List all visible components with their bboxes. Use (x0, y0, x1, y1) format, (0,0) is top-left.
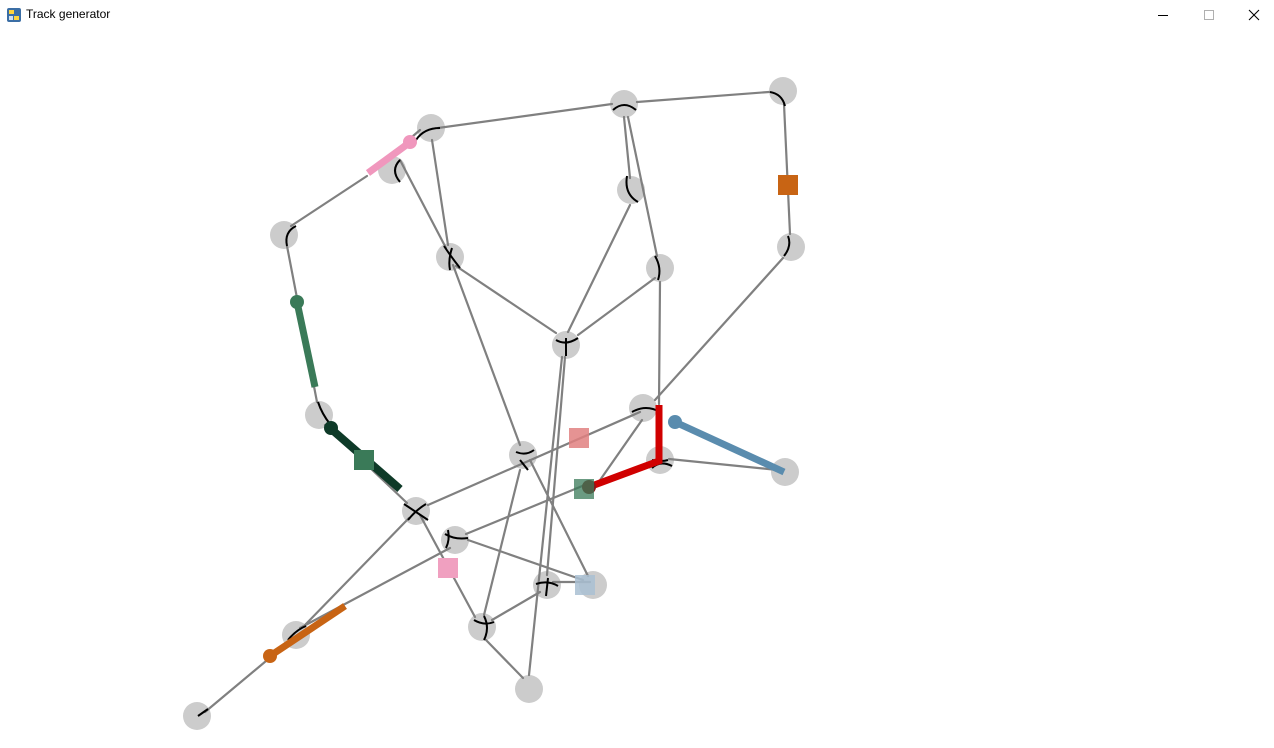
junction-mark (448, 247, 453, 271)
train-green-head (290, 295, 304, 309)
maximize-icon (1204, 10, 1214, 20)
junction-mark (483, 615, 488, 641)
junction-mark (444, 533, 469, 540)
junction-mark (445, 529, 450, 549)
track-segment (545, 355, 567, 577)
track-node (270, 221, 298, 249)
track-segment (464, 480, 594, 536)
track-segment (436, 102, 614, 130)
track-lines (203, 90, 792, 714)
train-orange (268, 603, 347, 659)
junction-mark (519, 459, 529, 471)
track-segment (527, 355, 564, 677)
destination-orange (778, 175, 798, 195)
minimize-icon (1158, 15, 1168, 16)
destination-red (569, 428, 589, 448)
junction-mark (407, 503, 427, 521)
track-segment (398, 158, 448, 250)
track-segment (426, 410, 642, 507)
close-icon (1248, 9, 1260, 21)
maximize-button[interactable] (1186, 0, 1232, 30)
junction-mark (197, 708, 209, 717)
track-segment (626, 115, 659, 258)
junction-mark (285, 225, 297, 247)
track-segment (454, 264, 558, 335)
junction-marks (197, 91, 791, 717)
track-segment (667, 457, 780, 472)
track-segment (566, 203, 632, 334)
track-segment (782, 102, 792, 236)
junction-mark (545, 577, 549, 597)
train-blue (673, 418, 786, 476)
track-node (183, 702, 211, 730)
track-segment (653, 256, 785, 402)
track-segment (490, 590, 542, 622)
track-segment (482, 468, 522, 617)
python-app-icon (7, 8, 21, 22)
track-segment (430, 138, 450, 247)
train-pink-head (403, 135, 417, 149)
track-node (769, 77, 797, 105)
destination-blue (575, 575, 595, 595)
junction-mark (515, 449, 535, 455)
train-green (293, 301, 319, 388)
junction-mark (612, 104, 637, 111)
track-segment (622, 115, 632, 180)
close-button[interactable] (1231, 0, 1274, 30)
destination-green-2 (574, 479, 594, 499)
junction-mark (473, 619, 495, 625)
track-node (777, 233, 805, 261)
junction-mark (783, 235, 791, 257)
junction-mark (654, 255, 661, 281)
destination-green (354, 450, 374, 470)
train-blue-head (668, 415, 682, 429)
track-canvas[interactable] (0, 30, 1274, 748)
track-node (305, 401, 333, 429)
destination-pink (438, 558, 458, 578)
track-segment (289, 174, 369, 228)
track-node (515, 675, 543, 703)
junction-mark (443, 245, 461, 269)
track-segment (466, 538, 585, 582)
track-segment (635, 90, 771, 104)
train-red (587, 405, 663, 491)
junction-mark (769, 91, 786, 107)
train-orange-head (263, 649, 277, 663)
track-segment (657, 280, 662, 406)
track-nodes (183, 77, 805, 730)
track-node (468, 613, 496, 641)
track-segment (298, 546, 452, 630)
track-segment (484, 638, 525, 680)
minimize-button[interactable] (1140, 0, 1186, 30)
track-segment (596, 418, 644, 485)
junction-mark (287, 625, 307, 641)
title-bar: Track generator (0, 0, 1274, 30)
junction-mark (394, 159, 401, 183)
track-segment (528, 458, 590, 578)
destinations (354, 175, 798, 595)
junction-mark (415, 127, 441, 141)
track-node (417, 114, 445, 142)
track-node (617, 176, 645, 204)
track-node (771, 458, 799, 486)
train-pink (365, 140, 412, 176)
trains (263, 135, 786, 663)
junction-mark (625, 175, 639, 203)
window-title: Track generator (26, 7, 111, 21)
track-segment (576, 276, 657, 337)
track-segment (303, 516, 411, 627)
train-dark-green-head (324, 421, 338, 435)
track-segment (451, 263, 522, 447)
